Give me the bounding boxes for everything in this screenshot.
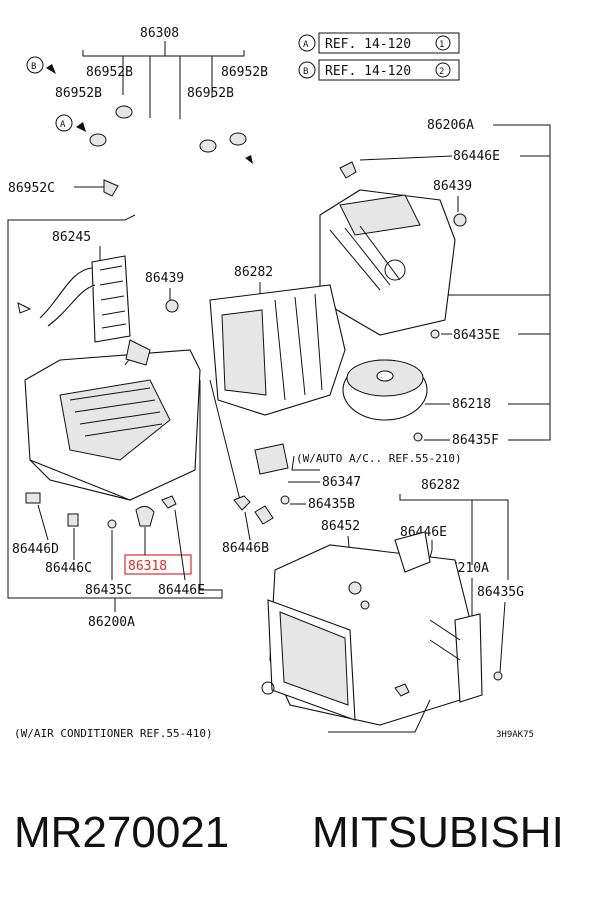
- label-86446D: 86446D: [12, 542, 59, 557]
- label-86218: 86218: [452, 397, 491, 412]
- screw: [107, 519, 117, 529]
- label-86308: 86308: [140, 26, 179, 41]
- label-86952B-4: 86952B: [187, 86, 234, 101]
- sensor-86318: [135, 506, 155, 527]
- label-86245: 86245: [52, 230, 91, 245]
- label-86439-2: 86439: [145, 271, 184, 286]
- clip: [339, 161, 357, 179]
- label-86318: 86318: [128, 559, 167, 574]
- label-86282-2: 86282: [421, 478, 460, 493]
- note-auto-ac: (W/AUTO A/C.. REF.55-210): [296, 452, 462, 465]
- label-86282-1: 86282: [234, 265, 273, 280]
- screw: [493, 671, 503, 681]
- power-transistor: [254, 443, 289, 475]
- screw: [280, 495, 290, 505]
- ref-a-num: 1: [439, 40, 444, 50]
- label-86435G: 86435G: [477, 585, 524, 600]
- evaporator-pipe: [394, 531, 431, 573]
- hose-clamp: [115, 105, 133, 119]
- nut: [453, 213, 467, 227]
- label-86435E: 86435E: [453, 328, 500, 343]
- ref-b-num-circle: [435, 62, 451, 78]
- marker-b: B: [31, 62, 36, 72]
- resistor-group: (W/AUTO A/C.. REF.55-210) 86347 86435B 8…: [209, 379, 462, 556]
- hose-clamp: [89, 133, 107, 147]
- evaporator-panel: [454, 613, 483, 703]
- ref-a-letter: A: [303, 40, 309, 50]
- ref-b-num: 2: [439, 67, 444, 77]
- evaporator-unit-group: 86282 86452 86446E 87210A 86435G: [261, 478, 524, 726]
- label-86952B-1: 86952B: [86, 65, 133, 80]
- screw: [413, 432, 423, 442]
- label-86206A: 86206A: [427, 118, 474, 133]
- clip: [25, 492, 41, 504]
- clip: [254, 505, 274, 525]
- drawing-code: 3H9AK75: [496, 730, 534, 740]
- label-86446E-1: 86446E: [453, 149, 500, 164]
- ref-b-circle: [298, 61, 316, 79]
- clip: [103, 179, 119, 197]
- ref-b-text: REF. 14-120: [325, 64, 411, 79]
- footer: MR270021 MITSUBISHI: [0, 808, 600, 868]
- label-86435C: 86435C: [85, 583, 132, 598]
- label-86452: 86452: [321, 519, 360, 534]
- ref-a-circle: [298, 34, 316, 52]
- brand-name: MITSUBISHI: [312, 808, 564, 857]
- ref-a-text: REF. 14-120: [325, 37, 411, 52]
- clip: [67, 513, 79, 527]
- label-86952B-2: 86952B: [221, 65, 268, 80]
- hose-clamp: [229, 132, 247, 146]
- label-86435B: 86435B: [308, 497, 355, 512]
- clip: [394, 683, 410, 697]
- label-86446B: 86446B: [222, 541, 269, 556]
- ref-b-letter: B: [303, 67, 308, 77]
- clip: [233, 495, 251, 511]
- ref-legend: A REF. 14-120 1 B REF. 14-120 2: [298, 32, 460, 81]
- ref-a-num-circle: [435, 35, 451, 51]
- label-86952C: 86952C: [8, 181, 55, 196]
- heater-core: [91, 255, 131, 343]
- label-86347: 86347: [322, 475, 361, 490]
- hose-clamp: [199, 139, 217, 153]
- clip: [161, 495, 177, 509]
- marker-a: A: [60, 120, 66, 130]
- nut: [165, 299, 179, 313]
- part-number: MR270021: [14, 808, 230, 857]
- screw: [430, 329, 440, 339]
- ref-a-box: [318, 32, 460, 54]
- label-86200A: 86200A: [88, 615, 135, 630]
- label-86952B-3: 86952B: [55, 86, 102, 101]
- bottom-notes: (W/AIR CONDITIONER REF.55-410) 3H9AK75: [14, 699, 534, 740]
- label-86439-1: 86439: [433, 179, 472, 194]
- hose-group: 86308 86952B 86952B 86952B 86952B B A 86…: [8, 26, 268, 197]
- note-air-conditioner: (W/AIR CONDITIONER REF.55-410): [14, 727, 213, 740]
- blower-unit-group: 86206A 86446E 86439 86282 86435E 86218: [209, 118, 551, 448]
- heater-unit-group: 86245 86439 86446D 86446C 86435C 86318: [7, 214, 223, 630]
- sensor-86452: [348, 581, 362, 595]
- label-86446E-2: 86446E: [158, 583, 205, 598]
- highlight-86318: [124, 554, 192, 575]
- label-86435F: 86435F: [452, 433, 499, 448]
- ref-b-box: [318, 59, 460, 81]
- label-86446C: 86446C: [45, 561, 92, 576]
